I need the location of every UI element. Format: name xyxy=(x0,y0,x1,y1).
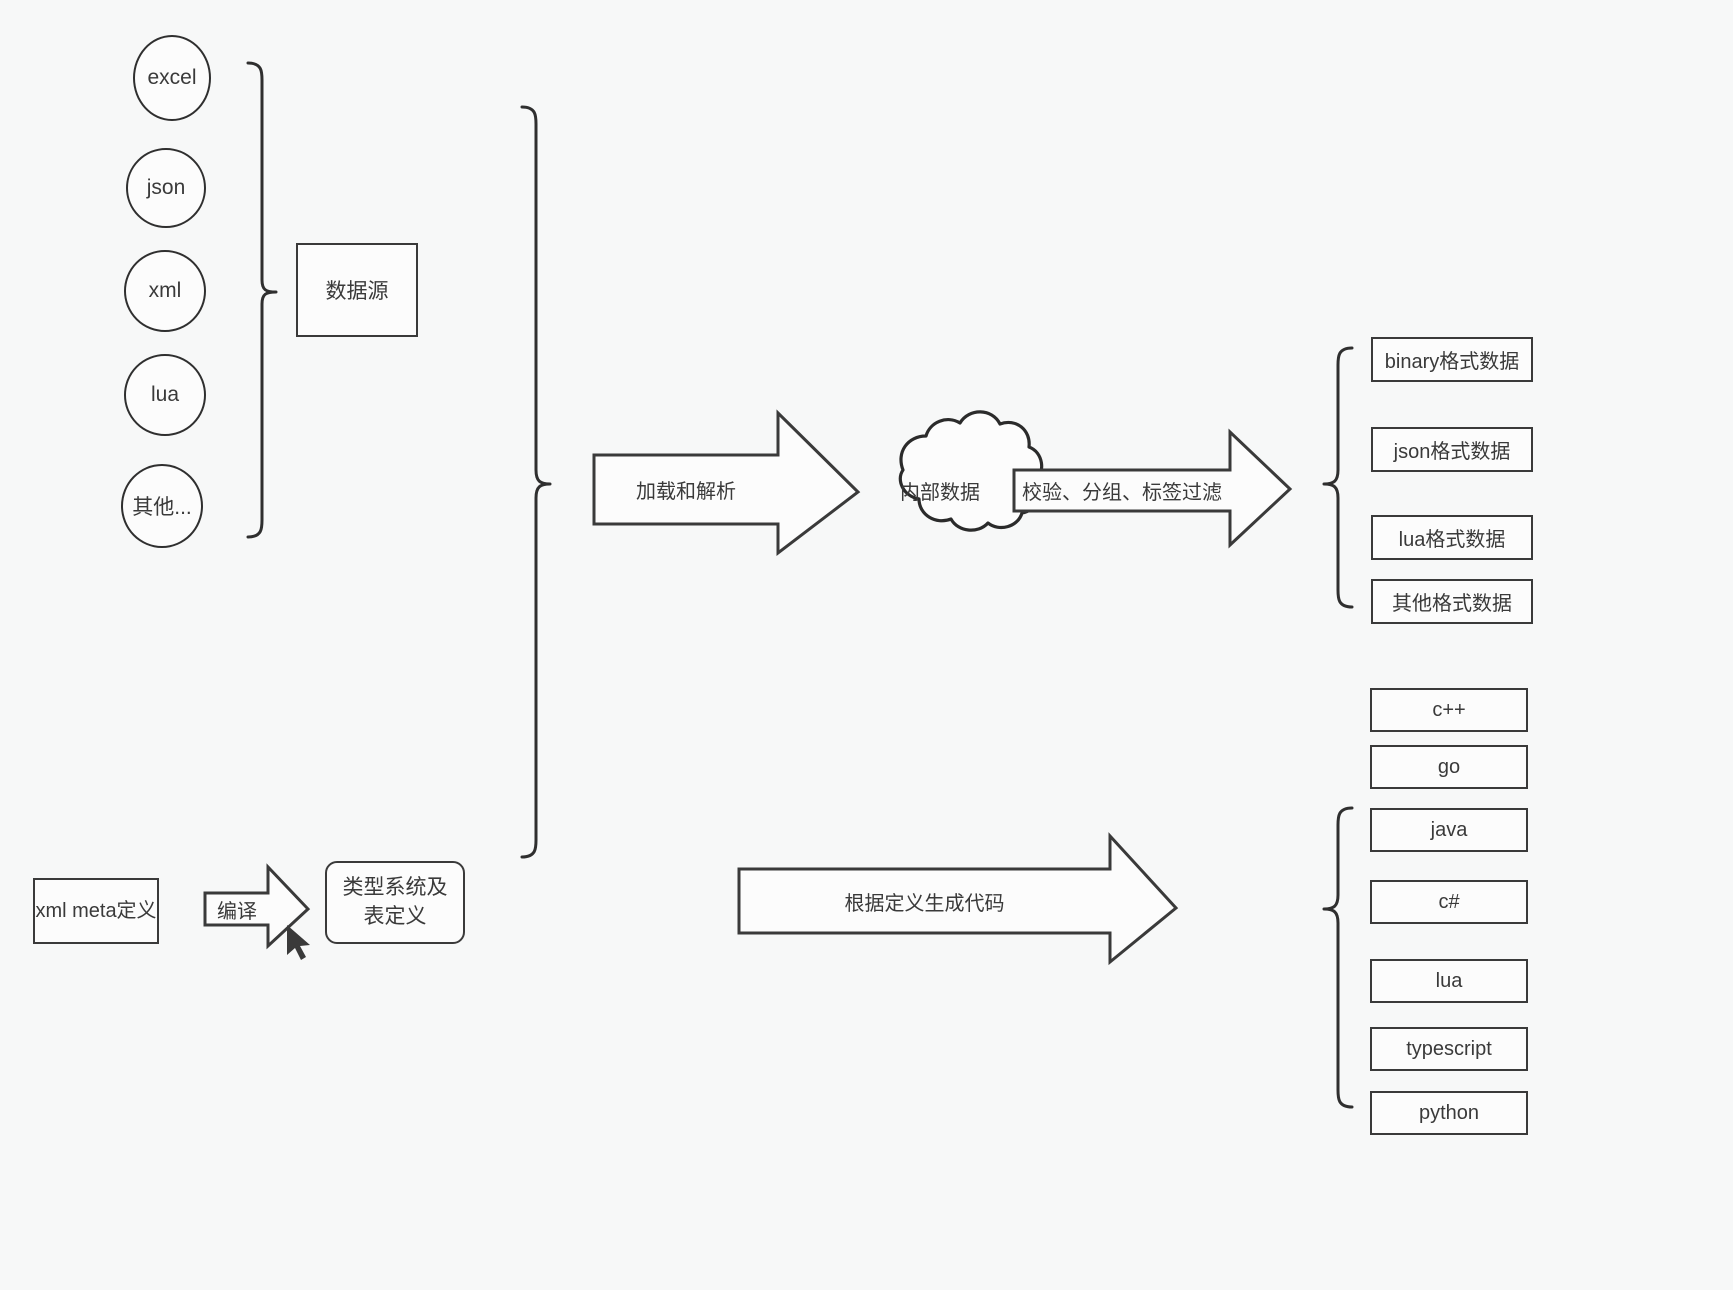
formats-brace xyxy=(1322,346,1354,609)
target-language-csharp[interactable]: c# xyxy=(1370,880,1528,924)
output-format-lua[interactable]: lua格式数据 xyxy=(1371,515,1533,560)
target-language-cpp[interactable]: c++ xyxy=(1370,688,1528,732)
type-system-label: 类型系统及表定义 xyxy=(342,876,448,928)
output-format-other[interactable]: 其他格式数据 xyxy=(1371,579,1533,624)
target-language-label: python xyxy=(1418,1101,1480,1124)
load-parse-arrow xyxy=(592,409,861,557)
target-language-java[interactable]: java xyxy=(1370,808,1528,852)
output-format-binary[interactable]: binary格式数据 xyxy=(1371,337,1533,382)
xml-meta-definition-box[interactable]: xml meta定义 xyxy=(33,878,159,944)
output-format-label: lua格式数据 xyxy=(1398,529,1506,551)
source-node-xml[interactable]: xml xyxy=(124,250,206,332)
type-system-box[interactable]: 类型系统及表定义 xyxy=(325,861,465,944)
source-label: xml xyxy=(148,279,182,302)
output-format-label: binary格式数据 xyxy=(1384,351,1520,373)
target-language-label: c++ xyxy=(1432,698,1466,721)
mouse-cursor-icon xyxy=(287,925,310,960)
target-language-lua[interactable]: lua xyxy=(1370,959,1528,1003)
source-node-other[interactable]: 其他... xyxy=(121,464,203,548)
source-label: lua xyxy=(150,383,180,406)
data-source-box[interactable]: 数据源 xyxy=(296,243,418,337)
data-source-label: 数据源 xyxy=(325,280,389,303)
target-language-python[interactable]: python xyxy=(1370,1091,1528,1135)
codegen-arrow xyxy=(737,832,1179,966)
source-node-lua[interactable]: lua xyxy=(124,354,206,436)
target-language-go[interactable]: go xyxy=(1370,745,1528,789)
validate-filter-arrow xyxy=(1012,428,1293,549)
target-language-label: typescript xyxy=(1406,1037,1492,1060)
source-node-excel[interactable]: excel xyxy=(133,35,211,121)
source-node-json[interactable]: json xyxy=(126,148,206,228)
target-language-typescript[interactable]: typescript xyxy=(1370,1027,1528,1071)
output-format-label: json格式数据 xyxy=(1393,441,1511,463)
xml-meta-definition-label: xml meta定义 xyxy=(35,900,157,922)
target-language-label: java xyxy=(1430,818,1468,841)
output-format-json[interactable]: json格式数据 xyxy=(1371,427,1533,472)
target-language-label: c# xyxy=(1438,890,1460,913)
target-language-label: lua xyxy=(1435,969,1463,992)
source-label: excel xyxy=(147,66,197,89)
source-label: 其他... xyxy=(132,496,192,519)
source-brace xyxy=(246,61,278,539)
source-label: json xyxy=(146,176,186,199)
output-format-label: 其他格式数据 xyxy=(1392,593,1512,615)
pipeline-brace xyxy=(520,105,552,859)
target-language-label: go xyxy=(1437,755,1461,778)
languages-brace xyxy=(1322,806,1354,1109)
